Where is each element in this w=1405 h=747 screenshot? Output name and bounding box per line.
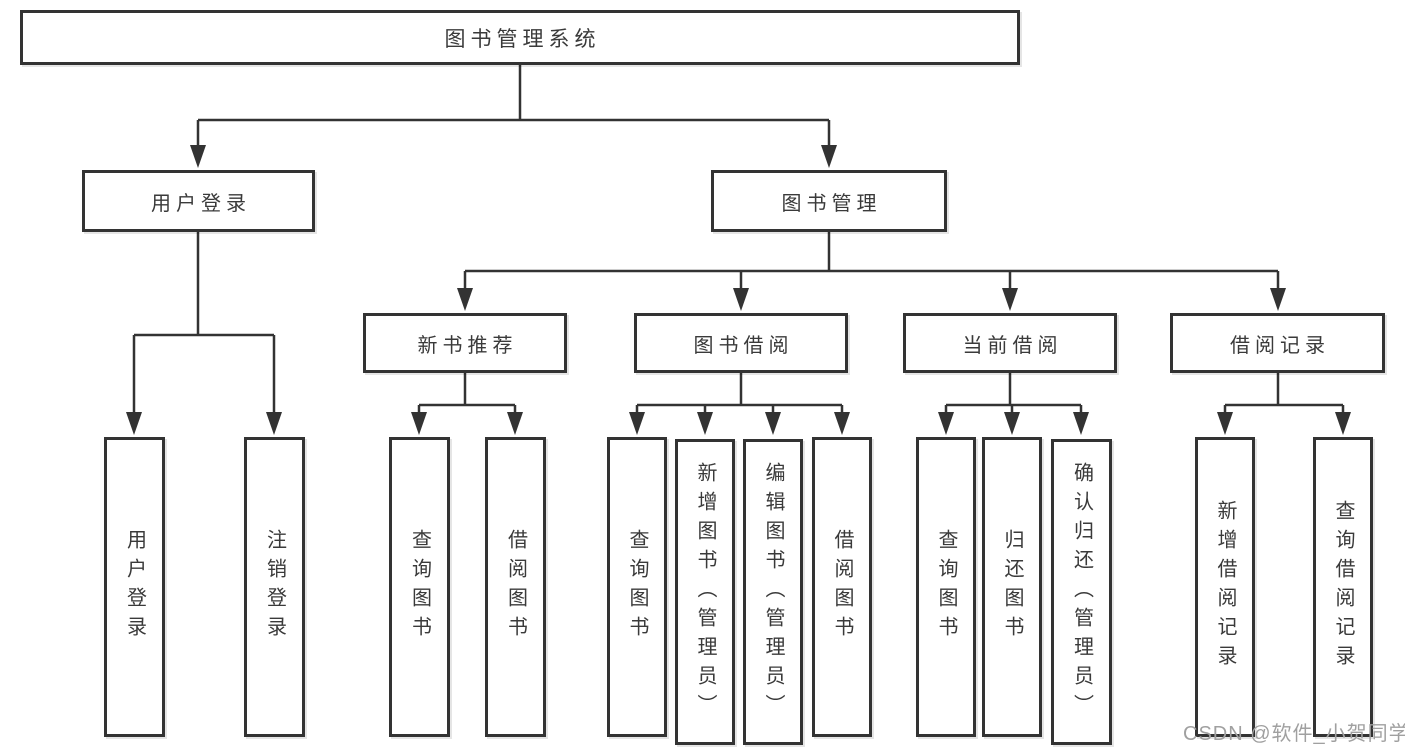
node-label: 借阅图书	[504, 529, 527, 645]
node-label: 用户登录	[151, 192, 251, 215]
watermark: CSDN @软件_小贺同学	[1183, 723, 1405, 745]
node-label: 用户登录	[123, 529, 146, 645]
node-leaf-query-borrow-record: 查询借阅记录	[1313, 437, 1373, 737]
node-book-management: 图书管理	[711, 170, 947, 232]
node-user-login-group: 用户登录	[82, 170, 315, 232]
node-label: 图书借阅	[693, 334, 794, 357]
node-new-book-recommendation: 新书推荐	[363, 313, 567, 373]
node-leaf-borrow-books-recommend: 借阅图书	[485, 437, 546, 737]
node-current-borrowing: 当前借阅	[903, 313, 1117, 373]
node-leaf-add-books-admin: 新增图书（管理员）	[675, 439, 735, 745]
node-label: 当前借阅	[962, 334, 1063, 357]
node-label: 归还图书	[1001, 529, 1023, 645]
node-label: 图书管理	[781, 192, 882, 215]
node-label: 借阅图书	[831, 529, 853, 645]
node-label: 编辑图书（管理员）	[762, 461, 784, 723]
node-leaf-return-books: 归还图书	[982, 437, 1042, 737]
node-leaf-edit-books-admin: 编辑图书（管理员）	[743, 439, 803, 745]
node-label: 借阅记录	[1230, 334, 1330, 357]
node-leaf-query-books-borrow: 查询图书	[607, 437, 667, 737]
node-label: 新增图书（管理员）	[694, 461, 716, 723]
node-label: 新增借阅记录	[1214, 500, 1236, 674]
node-leaf-user-login: 用户登录	[104, 437, 165, 737]
node-label: 注销登录	[263, 529, 286, 645]
node-label: 新书推荐	[417, 334, 518, 357]
node-label: 查询图书	[935, 529, 957, 645]
node-leaf-confirm-return-admin: 确认归还（管理员）	[1051, 439, 1112, 745]
node-label: 查询借阅记录	[1332, 500, 1354, 674]
node-library-management-system: 图书管理系统	[20, 10, 1020, 65]
node-leaf-borrow-books: 借阅图书	[812, 437, 872, 737]
node-leaf-query-books-recommend: 查询图书	[389, 437, 450, 737]
node-leaf-add-borrow-record: 新增借阅记录	[1195, 437, 1255, 737]
node-borrowing-records: 借阅记录	[1170, 313, 1385, 373]
node-label: 查询图书	[626, 529, 648, 645]
node-label: 图书管理系统	[444, 27, 601, 51]
node-leaf-logout: 注销登录	[244, 437, 305, 737]
node-leaf-query-books-current: 查询图书	[916, 437, 976, 737]
node-label: 查询图书	[408, 529, 431, 645]
node-label: 确认归还（管理员）	[1070, 461, 1093, 723]
node-book-borrowing: 图书借阅	[634, 313, 848, 373]
